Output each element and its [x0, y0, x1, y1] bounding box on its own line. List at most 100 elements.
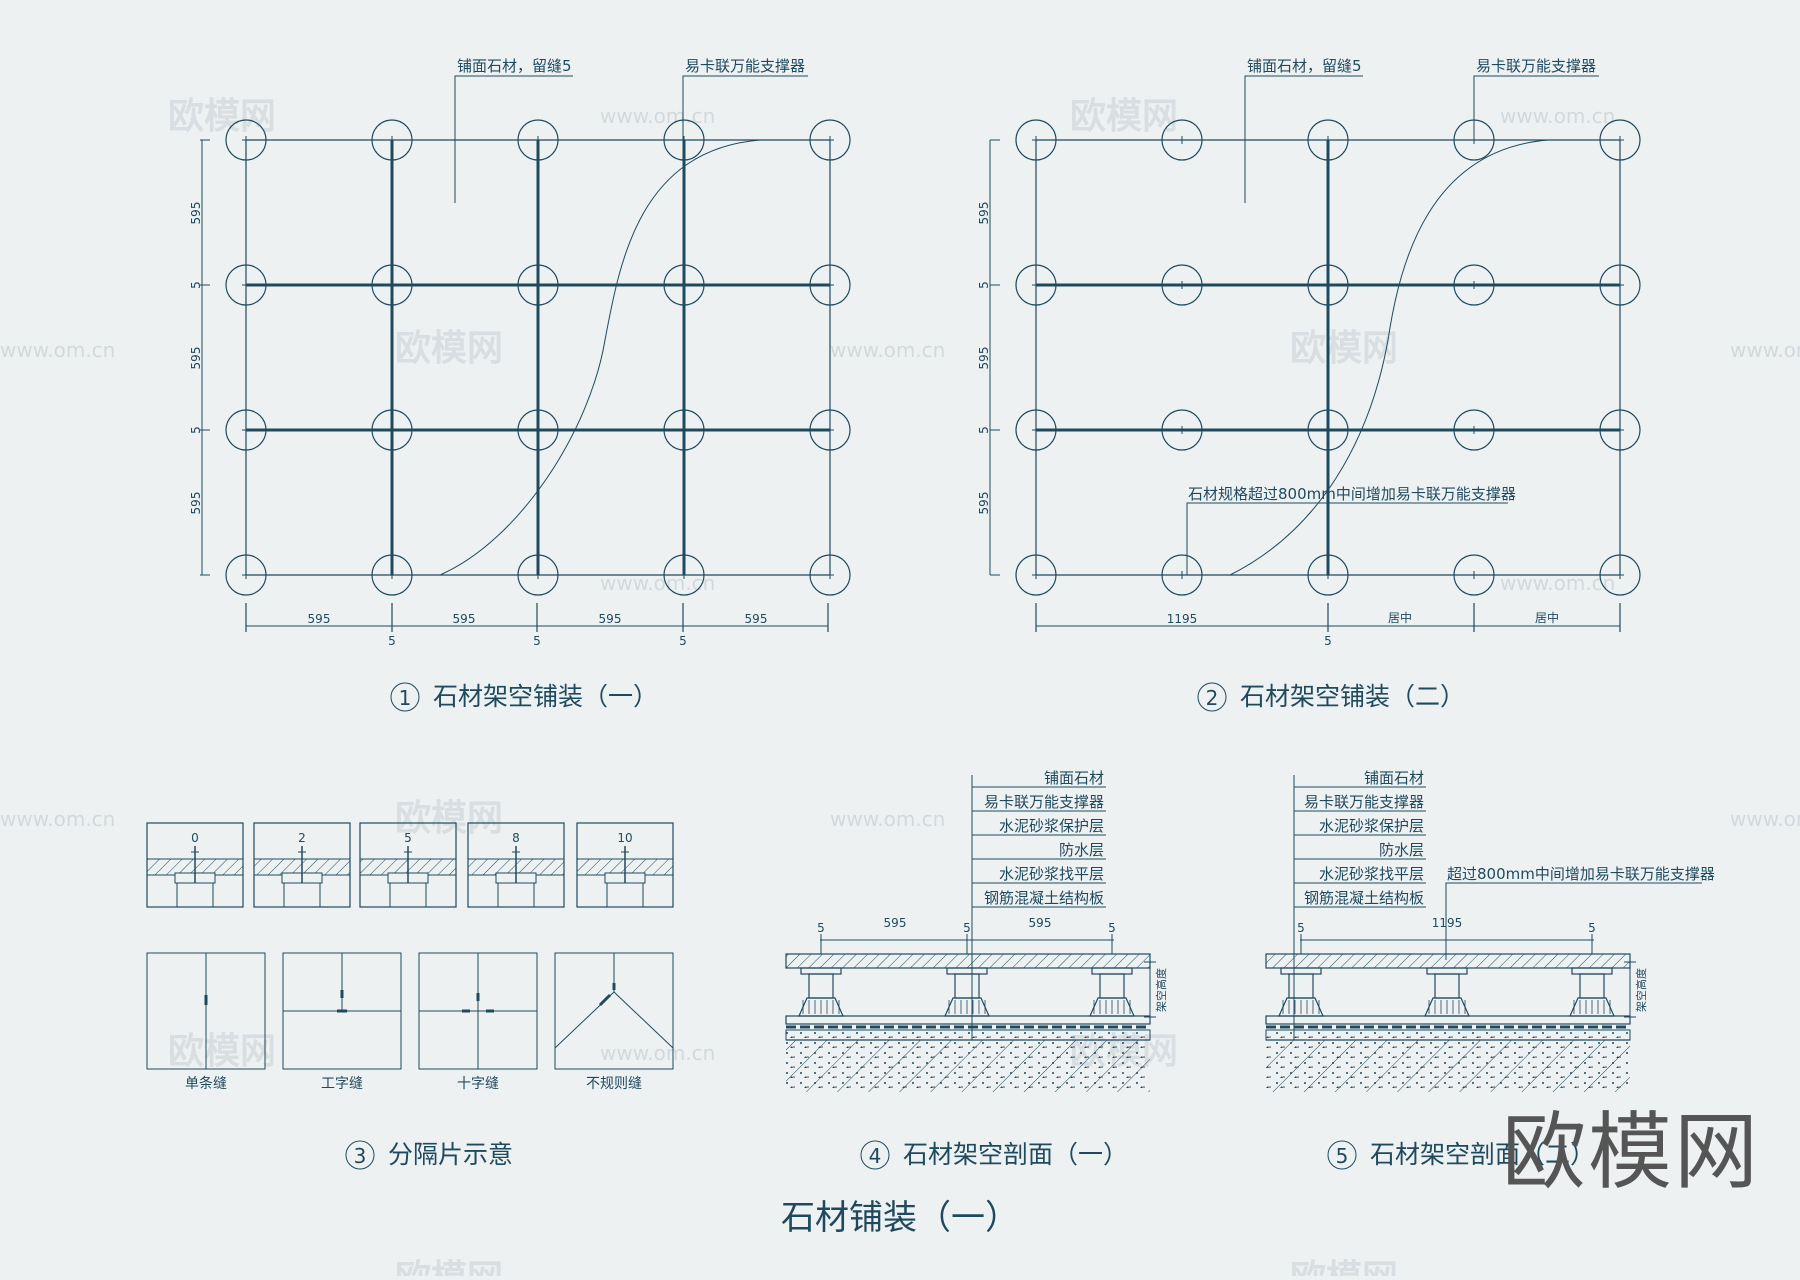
- watermark-text: 欧模网: [395, 798, 503, 839]
- dim2-v-4: 5: [977, 426, 991, 434]
- support-pedestal: [1599, 409, 1641, 451]
- concrete-aggregate: [1266, 1040, 1630, 1092]
- num-circle-4: [860, 1140, 890, 1170]
- num-circle-1: [390, 682, 420, 712]
- layer5-5: 水泥砂浆找平层: [1319, 865, 1424, 883]
- support-pedestal: [371, 119, 413, 161]
- layer-table-5: 铺面石材 易卡联万能支撑器 水泥砂浆保护层 防水层 水泥砂浆找平层 钢筋混凝土结…: [1293, 769, 1426, 1040]
- layer4-6: 钢筋混凝土结构板: [984, 889, 1104, 907]
- support-pedestal: [517, 409, 559, 451]
- gap-label: 8: [512, 831, 520, 845]
- layer4-4: 防水层: [1059, 841, 1104, 859]
- dim5-1: 5: [1297, 921, 1305, 935]
- watermark-layer: 欧模网欧模网欧模网欧模网欧模网欧模网欧模网欧模网欧模网www.om.cnwww.…: [0, 96, 1800, 1280]
- pedestal-head: [1280, 967, 1322, 975]
- dim-h-1: 595: [308, 612, 331, 626]
- layer4-2: 易卡联万能支撑器: [984, 793, 1104, 811]
- panel-1-plan: 铺面石材，留缝5 易卡联万能支撑器 595 5 595 5 595 595 5 …: [189, 57, 851, 712]
- support-pedestal: [1599, 264, 1641, 306]
- support-pedestal: [225, 119, 267, 161]
- support-pedestal: [1599, 119, 1641, 161]
- dim2-h-1: 1195: [1167, 612, 1198, 626]
- support-pedestal: [517, 554, 559, 596]
- pedestal-stem: [808, 973, 834, 999]
- dim4-1: 5: [817, 921, 825, 935]
- support-pedestal: [1015, 264, 1057, 306]
- support-pedestal: [371, 409, 413, 451]
- watermark-text: 欧模网: [395, 1258, 503, 1276]
- pedestal-head: [800, 967, 842, 975]
- dim-h-4: 5: [533, 634, 541, 648]
- height4: 架空高度: [1154, 968, 1168, 1012]
- mortar-layer: [1265, 1015, 1631, 1025]
- joint-irregular: [554, 952, 674, 1070]
- dim-h-6: 5: [679, 634, 687, 648]
- support-pedestal: [663, 264, 705, 306]
- watermark-url: www.om.cn: [600, 104, 715, 128]
- support-pedestal: [1307, 554, 1349, 596]
- dim-v-5: 595: [189, 492, 203, 515]
- gap-label: 2: [298, 831, 306, 845]
- type-single: 单条缝: [185, 1075, 227, 1092]
- dim5-3: 5: [1588, 921, 1596, 935]
- support-pedestal: [1307, 264, 1349, 306]
- note-5: 超过800mm中间增加易卡联万能支撑器: [1447, 865, 1715, 883]
- leader-support: [682, 75, 808, 140]
- label-stone-2: 铺面石材，留缝5: [1247, 57, 1362, 75]
- watermark-url: www.om.cn: [600, 1041, 715, 1065]
- support-pedestal: [1161, 409, 1203, 451]
- num-4: 4: [869, 1144, 882, 1168]
- layer5-6: 钢筋混凝土结构板: [1304, 889, 1424, 907]
- gap-label: 10: [617, 831, 632, 845]
- support-pedestal: [225, 409, 267, 451]
- dim4-2: 595: [884, 916, 907, 930]
- pedestal-stem: [954, 973, 980, 999]
- num-5: 5: [1336, 1144, 1349, 1168]
- joint-single: [146, 952, 266, 1070]
- layer4-5: 水泥砂浆找平层: [999, 865, 1104, 883]
- gap-label: 0: [191, 831, 199, 845]
- dim2-v-5: 595: [977, 492, 991, 515]
- height5: 架空高度: [1634, 968, 1648, 1012]
- concrete-aggregate: [786, 1040, 1150, 1092]
- support-pedestal: [1161, 264, 1203, 306]
- support-pedestal: [1015, 554, 1057, 596]
- title-3: 分隔片示意: [388, 1140, 513, 1169]
- watermark-url: www.om.cn: [1730, 338, 1800, 362]
- support-pedestal: [517, 119, 559, 161]
- dim-v-2: 5: [189, 281, 203, 289]
- leveling-layer: [785, 1029, 1151, 1041]
- watermark-url: www.om.cn: [830, 807, 945, 831]
- pedestal-stem: [1434, 973, 1460, 999]
- watermark-url: www.om.cn: [830, 338, 945, 362]
- pedestal-head: [946, 967, 988, 975]
- support-pedestal: [517, 264, 559, 306]
- dim2-v-2: 5: [977, 281, 991, 289]
- pedestal-stem: [1288, 973, 1314, 999]
- num-circle-2: [1197, 682, 1227, 712]
- main-title: 石材铺装（一）: [781, 1198, 1019, 1238]
- layer5-2: 易卡联万能支撑器: [1304, 793, 1424, 811]
- title-1: 石材架空铺装（一）: [433, 682, 658, 711]
- watermark-text: 欧模网: [1070, 96, 1178, 137]
- dim2-v-1: 595: [977, 202, 991, 225]
- dim2-v-3: 595: [977, 347, 991, 370]
- brand-logo: 欧模网: [1501, 1103, 1760, 1201]
- type-irregular: 不规则缝: [586, 1076, 642, 1092]
- num-1: 1: [399, 686, 412, 710]
- stone-slab: [785, 953, 1151, 969]
- break-curve: [439, 139, 761, 576]
- dim-h-7: 595: [745, 612, 768, 626]
- dim2-h-4: 居中: [1535, 610, 1559, 625]
- support-pedestal: [225, 554, 267, 596]
- joint-cross: [418, 952, 538, 1070]
- stone-slab: [1265, 953, 1631, 969]
- num-2: 2: [1206, 686, 1219, 710]
- mortar-layer: [785, 1015, 1151, 1025]
- panel-2-plan: 铺面石材，留缝5 易卡联万能支撑器 石材规格超过800mm中间增加易卡联万能支撑…: [977, 57, 1641, 712]
- num-circle-5: [1327, 1140, 1357, 1170]
- pedestal-head: [1426, 967, 1468, 975]
- pedestal-head: [1571, 967, 1613, 975]
- leader-stone-2: [1244, 75, 1363, 203]
